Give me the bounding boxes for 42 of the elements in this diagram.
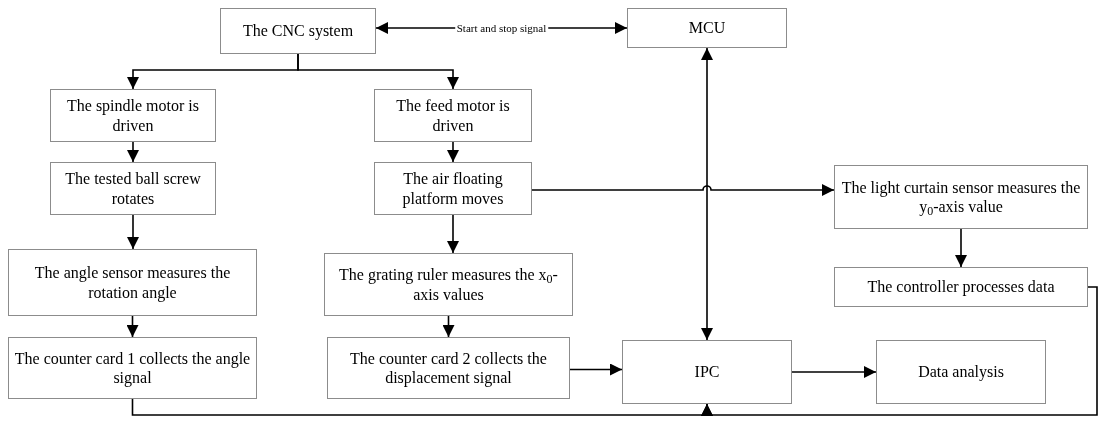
box-text: MCU	[688, 18, 726, 38]
box-text: Data analysis	[918, 362, 1004, 382]
process-box	[324, 253, 573, 316]
process-box	[622, 340, 792, 404]
arrow	[297, 53, 459, 90]
box-text: The tested ball screw rotates	[64, 169, 202, 208]
arrow	[442, 315, 455, 338]
process-box	[374, 162, 532, 215]
process-box	[627, 8, 787, 48]
arrow	[531, 184, 835, 196]
box-text: IPC	[694, 362, 720, 382]
box-text: The counter card 1 collects the angle signal	[13, 348, 252, 388]
arrow	[791, 366, 877, 378]
box-text: The feed motor is driven	[395, 96, 511, 135]
arrow	[127, 141, 139, 163]
box-text: The controller processes data	[867, 277, 1055, 297]
edge-label: Start and stop signal	[454, 22, 549, 34]
arrow	[701, 47, 713, 341]
arrow	[127, 214, 139, 250]
box-text: The air floating platform moves	[401, 169, 505, 208]
process-box	[50, 89, 216, 142]
box-text: The grating ruler measures the x$_{0}$-axis values	[338, 265, 559, 304]
arrow	[955, 228, 967, 268]
process-box	[8, 249, 257, 316]
process-box	[876, 340, 1046, 404]
box-text: The counter card 2 collects the displacement signal	[349, 348, 548, 388]
box-text: The spindle motor is driven	[66, 96, 200, 135]
box-text: The angle sensor measures the rotation angle	[33, 263, 232, 302]
process-box	[834, 165, 1088, 229]
arrow	[569, 363, 623, 376]
process-box	[834, 267, 1088, 307]
process-box	[220, 8, 376, 54]
box-text: The CNC system	[242, 21, 354, 41]
arrow	[126, 315, 139, 338]
process-box	[50, 162, 216, 215]
arrow	[447, 214, 459, 254]
process-box	[8, 337, 257, 399]
box-text: The light curtain sensor measures the y$_{0}$-axis value	[840, 177, 1082, 217]
arrow	[701, 286, 1098, 416]
arrow	[447, 141, 459, 163]
process-box	[327, 337, 570, 399]
process-box	[374, 89, 532, 142]
